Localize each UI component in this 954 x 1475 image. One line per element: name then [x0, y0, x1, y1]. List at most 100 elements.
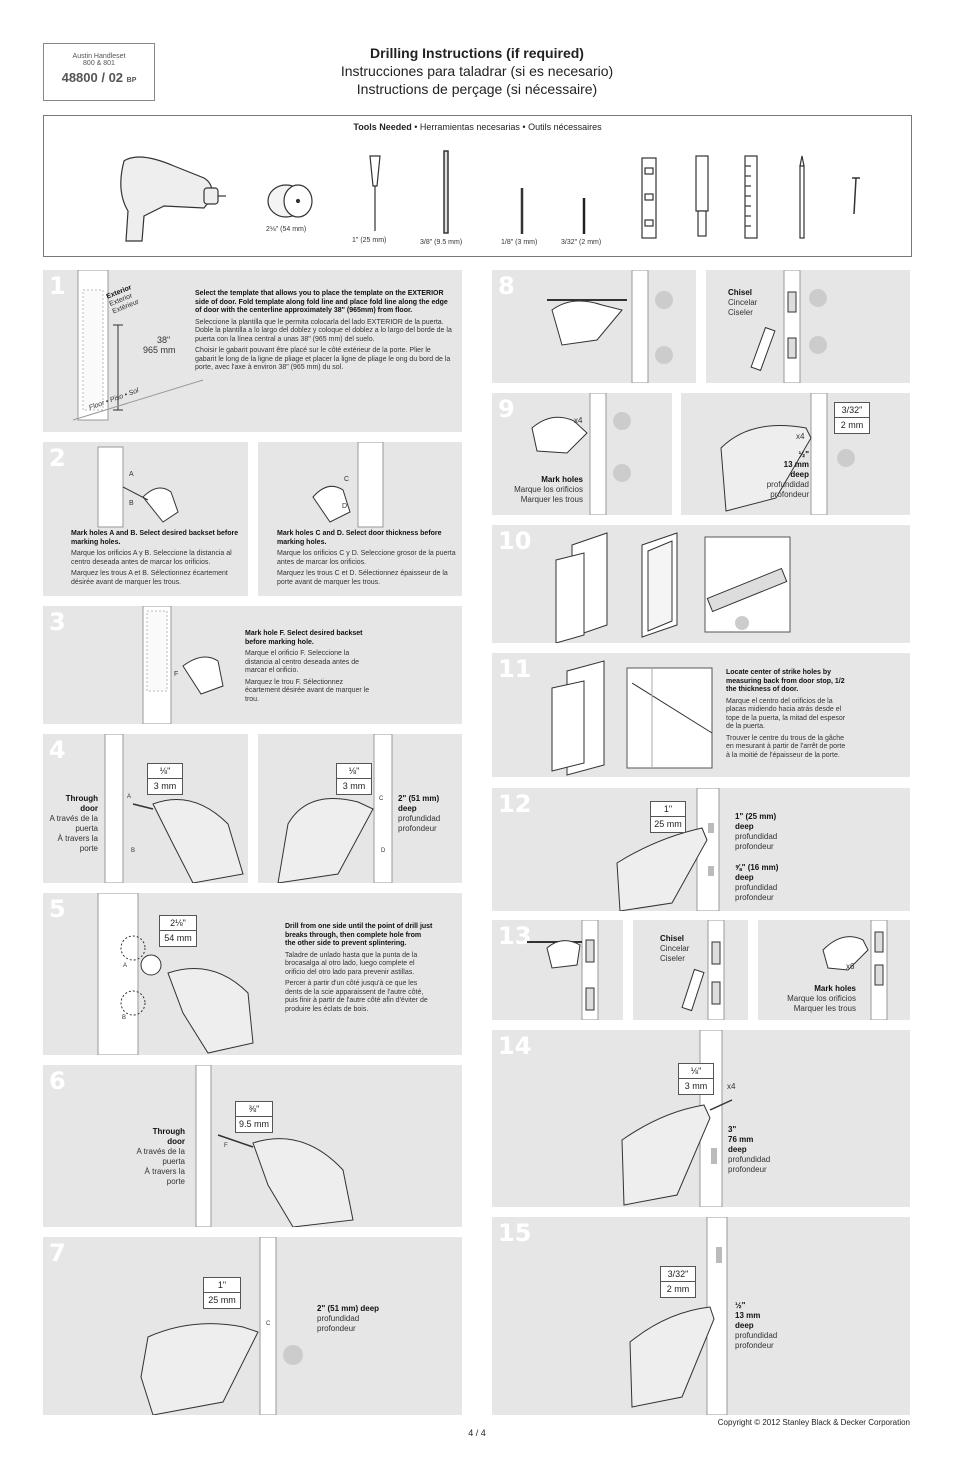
step-number: 6	[49, 1067, 66, 1095]
step-10-illustration	[555, 532, 791, 643]
step-3-text: Mark hole F. Select desired backset befo…	[245, 630, 370, 703]
step-2b-panel: C D Mark holes C and D. Select door thic…	[258, 442, 462, 596]
chisel-icon	[695, 155, 709, 237]
step-number: 15	[498, 1219, 532, 1247]
step-number: 4	[49, 736, 66, 764]
tool-label-3: 3/8" (9.5 mm)	[420, 239, 463, 246]
letter-b: B	[122, 1015, 127, 1021]
step-11-illustration	[551, 660, 713, 776]
spade-bit-icon	[369, 155, 381, 231]
step-number: 14	[498, 1032, 532, 1060]
count-label: x4	[574, 416, 583, 425]
step-13b-illustration	[681, 920, 725, 1020]
pencil-icon	[799, 155, 805, 239]
step-11-panel: 11 Locate center of strike holes by meas…	[492, 653, 910, 777]
step-6-illustration	[195, 1065, 354, 1227]
step-3-illustration	[142, 606, 224, 724]
letter-f: F	[224, 1143, 228, 1149]
drill-icon	[120, 156, 226, 242]
step-7-illustration	[140, 1237, 303, 1415]
step-1-text: Select the template that allows you to p…	[195, 290, 452, 371]
step-number: 2	[49, 444, 66, 472]
product-box: Austin Handleset 800 & 801 48800 / 02 BP	[43, 43, 155, 101]
copyright: Copyright © 2012 Stanley Black & Decker …	[717, 1418, 910, 1427]
letter-c: C	[379, 796, 384, 802]
step-number: 7	[49, 1239, 66, 1267]
step-4a-illustration	[104, 734, 244, 883]
height-label: 38"965 mm	[143, 335, 176, 355]
letter-c: C	[344, 476, 350, 483]
bit-size-callout: ⅛"3 mm	[678, 1063, 714, 1095]
step-13c-illustration	[822, 920, 888, 1020]
letter-a: A	[129, 471, 134, 478]
step-15-illustration	[629, 1217, 728, 1415]
count-label: x4	[796, 432, 805, 441]
level-icon	[641, 157, 657, 239]
tool-label-1: 2⅛" (54 mm)	[266, 226, 307, 233]
hole-saw-icon	[267, 184, 313, 218]
bit-size-callout: ⅛"3 mm	[336, 763, 372, 795]
step-5-text: Drill from one side until the point of d…	[285, 923, 433, 1013]
bit-size-callout: 1"25 mm	[650, 801, 686, 833]
step-13a-illustration	[527, 920, 599, 1020]
step-number: 11	[498, 655, 532, 683]
step-5-illustration	[97, 893, 254, 1055]
step-number: 9	[498, 395, 515, 423]
step-number: 5	[49, 895, 66, 923]
bit-size-callout: ⅛"3 mm	[147, 763, 183, 795]
step-11-text: Locate center of strike holes by measuri…	[726, 669, 846, 759]
count-label: x4	[727, 1082, 736, 1091]
tools-panel: Tools Needed • Herramientas necesarias •…	[43, 115, 912, 257]
letter-a: A	[127, 794, 132, 800]
step-2b-text: Mark holes C and D. Select door thicknes…	[277, 530, 456, 586]
step-number: 8	[498, 272, 515, 300]
letter-c: C	[266, 1321, 271, 1327]
step-number: 10	[498, 527, 532, 555]
step-9b-illustration	[720, 393, 855, 515]
step-14-illustration	[621, 1030, 733, 1207]
letter-b: B	[131, 848, 136, 854]
product-code: 48800 / 02 BP	[61, 70, 137, 85]
bit-size-callout: 1"25 mm	[203, 1277, 241, 1309]
step-12-illustration	[616, 788, 720, 911]
step-8b-illustration	[750, 270, 827, 383]
letter-d: D	[342, 503, 348, 510]
step-8a-illustration	[547, 270, 673, 383]
tool-label-5: 3/32" (2 mm)	[561, 239, 602, 246]
step-13a-panel: 13	[492, 920, 623, 1020]
step-8a-panel: 8	[492, 270, 696, 383]
letter-f: F	[174, 671, 179, 678]
tool-label-4: 1/8" (3 mm)	[501, 239, 538, 246]
letter-d: D	[381, 848, 386, 854]
letter-b: B	[129, 500, 134, 507]
step-10-panel: 10	[492, 525, 910, 643]
step-number: 13	[498, 922, 532, 950]
bit-size-callout: 2⅛"54 mm	[159, 915, 197, 947]
step-2a-illustration	[97, 446, 179, 528]
step-2a-text: Mark holes A and B. Select desired backs…	[71, 530, 239, 586]
step-4b-illustration	[277, 734, 393, 883]
step-2b-illustration	[312, 442, 384, 528]
